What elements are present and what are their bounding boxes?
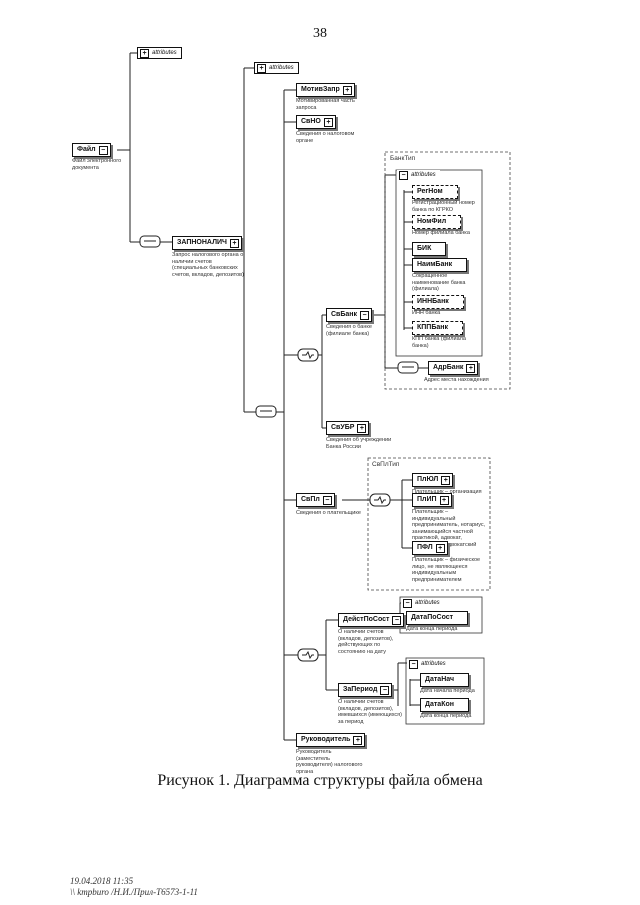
expand-icon: + <box>357 424 367 433</box>
node-file-desc: Файл электронного документа <box>72 158 122 171</box>
deistposost-attributes[interactable]: −attributes <box>401 598 444 608</box>
expand-icon: − <box>98 146 108 155</box>
expand-icon: − <box>322 496 332 505</box>
node-adrbank[interactable]: АдрБанк+ <box>428 361 479 375</box>
node-pfl-desc: Плательщик – физическое лицо, не являюще… <box>412 557 481 583</box>
node-plyul[interactable]: ПлЮЛ+ <box>412 473 454 487</box>
node-pfl[interactable]: ПФЛ+ <box>412 541 448 555</box>
expand-icon: + <box>439 496 449 505</box>
node-zaperiod[interactable]: ЗаПериод− <box>338 683 393 697</box>
expand-icon: + <box>435 544 445 553</box>
node-datposost[interactable]: ДатаПоСост <box>406 611 469 625</box>
collapse-icon: − <box>399 171 408 180</box>
zaperiod-attributes[interactable]: −attributes <box>407 659 450 669</box>
payer-type-label: СвПлТип <box>372 461 400 468</box>
expand-icon: − <box>380 686 390 695</box>
expand-icon: + <box>257 64 266 73</box>
zapnalich-attributes[interactable]: +attributes <box>254 62 299 74</box>
expand-icon: + <box>140 49 149 58</box>
node-datakon-desc: Дата конца периода <box>420 713 472 719</box>
expand-icon: − <box>360 311 370 320</box>
node-kppbank-desc: КПП банка (филиала банка) <box>412 336 466 349</box>
node-plip[interactable]: ПлИП+ <box>412 493 452 507</box>
expand-icon: + <box>342 86 352 95</box>
node-rukovoditel[interactable]: Руководитель+ <box>296 733 366 747</box>
node-deistposost[interactable]: ДейстПоСост− <box>338 613 405 627</box>
expand-icon: − <box>392 616 402 625</box>
footer-timestamp: 19.04.2018 11:35 <box>70 876 134 886</box>
node-rukovoditel-desc: Руководитель (заместитель руководителя) … <box>296 749 363 775</box>
node-deistposost-desc: О наличии счетов (вкладов, депозитов), д… <box>338 629 394 655</box>
node-zaperiod-desc: О наличии счетов (вкладов, депозитов), и… <box>338 699 402 725</box>
node-svno-desc: Сведения о налоговом органе <box>296 131 355 144</box>
node-svbank-desc: Сведения о банке (филиале банка) <box>326 324 372 337</box>
expand-icon: + <box>323 118 333 127</box>
expand-icon: + <box>353 736 363 745</box>
node-svpl-desc: Сведения о плательщике <box>296 510 361 516</box>
node-innbank-desc: ИНН банка <box>412 310 441 316</box>
node-innbank[interactable]: ИННБанк <box>412 295 464 309</box>
node-datakon[interactable]: ДатаКон <box>420 698 469 712</box>
node-nomfil-desc: Номер филиала банка <box>412 230 470 236</box>
bank-attributes[interactable]: −attributes <box>397 170 440 180</box>
expand-icon: + <box>229 239 239 248</box>
node-motivzapr[interactable]: МотивЗапр+ <box>296 83 355 97</box>
node-motivzapr-desc: Мотивированная часть запроса <box>296 98 355 111</box>
file-attributes[interactable]: +attributes <box>137 47 182 59</box>
node-zapnalich-desc: Запрос налогового органа о наличии счето… <box>172 252 244 278</box>
node-datanach-desc: Дата начала периода <box>420 688 475 694</box>
node-kppbank[interactable]: КППБанк <box>412 321 463 335</box>
node-regnom[interactable]: РегНом <box>412 185 458 199</box>
node-adrbank-desc: Адрес места нахождения <box>424 377 489 383</box>
node-nomfil[interactable]: НомФил <box>412 215 462 229</box>
node-svbank[interactable]: СвБанк− <box>326 308 373 322</box>
node-naimbank[interactable]: НаимБанк <box>412 258 468 272</box>
node-file[interactable]: Файл− <box>72 143 111 157</box>
collapse-icon: − <box>403 599 412 608</box>
page-number: 38 <box>313 26 327 41</box>
node-bik[interactable]: БИК <box>412 242 447 256</box>
expand-icon: + <box>466 364 476 373</box>
node-datanach[interactable]: ДатаНач <box>420 673 470 687</box>
node-regnom-desc: Регистрационный номер банка по КГРКО <box>412 200 475 213</box>
node-datposost-desc: Дата конца периода <box>406 626 458 632</box>
collapse-icon: − <box>409 660 418 669</box>
node-svubr[interactable]: СвУБР+ <box>326 421 370 435</box>
node-svno[interactable]: СвНО+ <box>296 115 336 129</box>
node-plyul-desc: Плательщик – организация <box>412 489 482 495</box>
figure-caption: Рисунок 1. Диаграмма структуры файла обм… <box>157 772 483 789</box>
expand-icon: + <box>441 476 451 485</box>
node-svubr-desc: Сведения об учреждении Банка России <box>326 437 392 450</box>
bank-type-label: БанкТип <box>390 155 416 162</box>
footer-path: \\ kmpburo /Н.И./Прил-Т6573-1-11 <box>70 887 198 897</box>
node-zapnalich[interactable]: ЗАПНОНАЛИЧ+ <box>172 236 242 250</box>
node-naimbank-desc: Сокращенное наименование банка (филиала) <box>412 273 466 292</box>
node-svpl[interactable]: СвПл− <box>296 493 335 507</box>
